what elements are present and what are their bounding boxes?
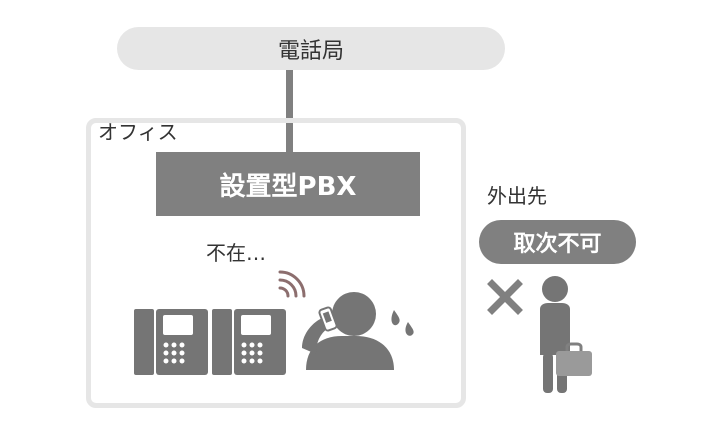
cannot-transfer-badge: 取次不可 [479, 220, 636, 264]
signal-waves-icon [278, 270, 306, 298]
outside-location-label: 外出先 [487, 184, 547, 208]
desk-phone-icon [212, 309, 286, 375]
sweat-drop-icon [391, 310, 414, 336]
exchange-pbx-connector [286, 70, 293, 152]
office-frame [86, 118, 466, 408]
briefcase-icon [556, 342, 592, 376]
pbx-box: 設置型PBX [156, 152, 420, 216]
caller-icon [302, 292, 394, 370]
absent-status-text: 不在… [206, 241, 266, 265]
cross-icon [487, 279, 523, 315]
telephone-exchange: 電話局 [117, 27, 505, 70]
person-icon [540, 276, 570, 393]
telephone-exchange-label: 電話局 [277, 38, 344, 64]
desk-phone-icon [134, 309, 208, 375]
cannot-transfer-label: 取次不可 [513, 232, 602, 257]
pbx-label: 設置型PBX [219, 171, 357, 202]
office-label: オフィス [98, 120, 178, 144]
